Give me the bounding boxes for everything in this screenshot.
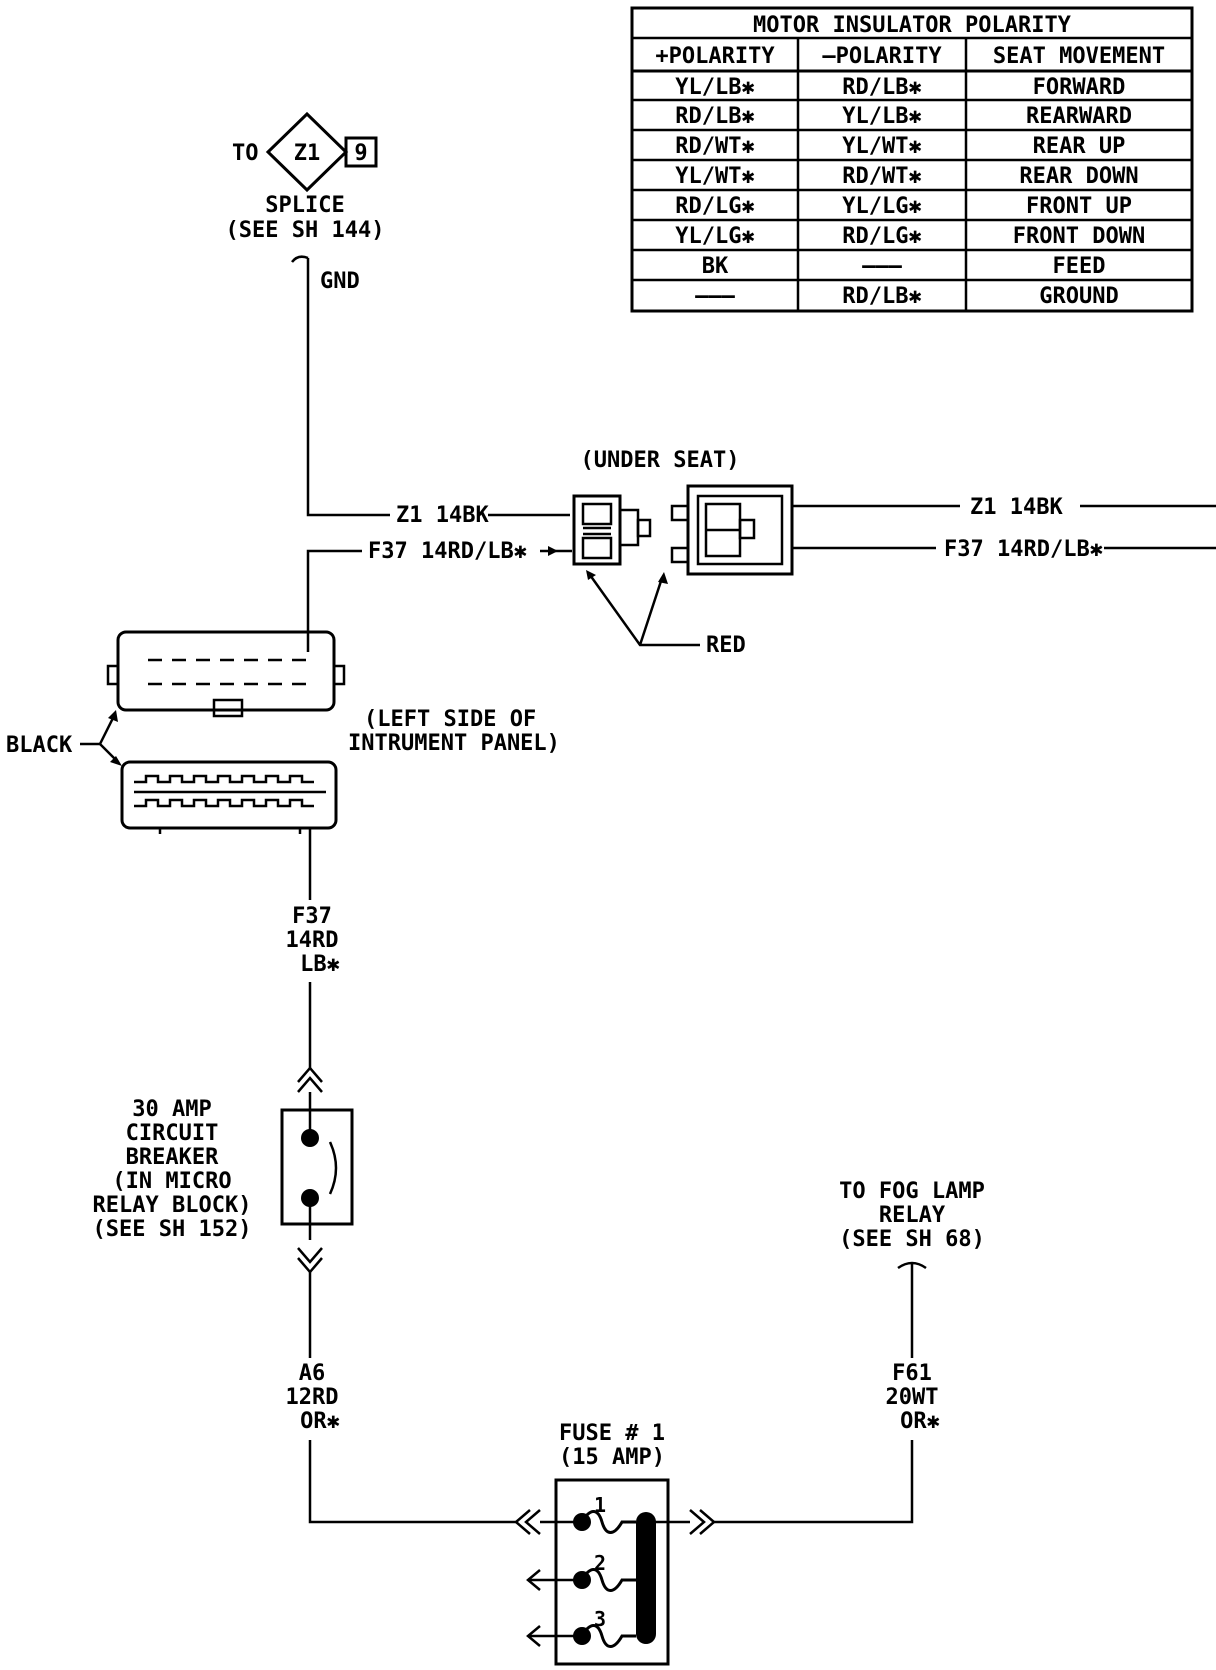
wire-label-f61: F61 20WT OR✱	[886, 1361, 940, 1434]
fuse-label: FUSE # 1 (15 AMP)	[559, 1421, 665, 1470]
fog-lamp-label-line: RELAY	[879, 1203, 946, 1228]
splice-pin-box	[344, 136, 378, 168]
splice-code: Z1	[294, 141, 321, 166]
wire-label-a6: A6 12RD OR✱	[286, 1361, 340, 1434]
table-row: YL/LB✱ RD/LB✱ FORWARD	[675, 75, 1125, 100]
table-cell: YL/LB✱	[842, 104, 921, 129]
splice-reference: TO Z1 9 SPLICE (SEE SH 144) GND	[226, 111, 385, 294]
under-seat-label: (UNDER SEAT)	[581, 448, 740, 473]
table-row: YL/WT✱ RD/WT✱ REAR DOWN	[675, 164, 1138, 189]
table-cell: YL/LB✱	[675, 75, 754, 100]
wire-label-f61-gauge: 20WT	[886, 1385, 939, 1410]
table-cell: RD/LB✱	[842, 75, 921, 100]
black-callout: BLACK	[6, 710, 122, 766]
wire-label-f37-color: LB✱	[300, 952, 340, 977]
polarity-table: MOTOR INSULATOR POLARITY +POLARITY —POLA…	[630, 6, 1194, 313]
red-callout: RED	[586, 570, 746, 658]
table-cell: BK	[702, 254, 729, 279]
wire-label-f61-code: F61	[892, 1361, 932, 1386]
wire-label-a6-color: OR✱	[300, 1409, 340, 1434]
table-row: YL/LG✱ RD/LG✱ FRONT DOWN	[675, 224, 1145, 249]
fuse-pin-number: 2	[594, 1551, 606, 1575]
table-cell: FEED	[1053, 254, 1106, 279]
table-row: ——— RD/LB✱ GROUND	[695, 284, 1119, 309]
table-row: RD/WT✱ YL/WT✱ REAR UP	[675, 134, 1125, 159]
breaker-label-line: BREAKER	[126, 1145, 219, 1170]
table-row: RD/LG✱ YL/LG✱ FRONT UP	[675, 194, 1132, 219]
fuse-label-name: FUSE # 1	[559, 1421, 665, 1446]
under-seat-connector-right	[670, 484, 794, 576]
table-row: BK ——— FEED	[702, 254, 1106, 279]
table-cell: YL/LG✱	[675, 224, 754, 249]
table-cell: RD/LG✱	[842, 224, 921, 249]
breaker-label-line: (SEE SH 152)	[93, 1217, 252, 1242]
breaker-label-line: (IN MICRO	[112, 1169, 231, 1194]
ip-connector-upper	[106, 630, 346, 718]
table-cell: RD/LB✱	[675, 104, 754, 129]
wire-label-f37-code: F37	[292, 904, 332, 929]
table-header-negative: —POLARITY	[822, 44, 942, 69]
table-cell: REAR UP	[1033, 134, 1126, 159]
fuse-block: 1 2 3	[554, 1478, 670, 1666]
red-label: RED	[706, 633, 746, 658]
fog-lamp-reference: TO FOG LAMP RELAY (SEE SH 68)	[839, 1179, 985, 1252]
table-cell: ———	[862, 254, 902, 279]
table-cell: FRONT UP	[1026, 194, 1132, 219]
splice-sheet-ref: (SEE SH 144)	[226, 218, 385, 243]
under-seat-connector-left	[572, 494, 652, 566]
splice-to-label: TO	[232, 141, 259, 166]
table-cell: YL/WT✱	[675, 164, 754, 189]
table-cell: REAR DOWN	[1019, 164, 1138, 189]
table-cell: FRONT DOWN	[1013, 224, 1145, 249]
wire-label-f37-right: F37 14RD/LB✱	[944, 537, 1103, 562]
table-title: MOTOR INSULATOR POLARITY	[753, 13, 1072, 38]
gnd-label: GND	[320, 269, 360, 294]
ip-connector-lower	[120, 760, 338, 834]
ip-location-line1: (LEFT SIDE OF	[364, 707, 536, 732]
wire-label-z1-right: Z1 14BK	[970, 495, 1063, 520]
fuse-label-rating: (15 AMP)	[559, 1445, 665, 1470]
circuit-breaker	[280, 1092, 354, 1240]
table-cell: ———	[695, 284, 735, 309]
table-cell: GROUND	[1039, 284, 1118, 309]
table-row: RD/LB✱ YL/LB✱ REARWARD	[675, 104, 1132, 129]
wire-label-a6-code: A6	[299, 1361, 326, 1386]
table-cell: FORWARD	[1033, 75, 1126, 100]
wire-label-f61-color: OR✱	[900, 1409, 940, 1434]
fog-lamp-label-line: (SEE SH 68)	[839, 1227, 985, 1252]
fuse-pin-number: 1	[594, 1493, 606, 1517]
wire-label-z1-left: Z1 14BK	[396, 503, 489, 528]
wire-label-a6-gauge: 12RD	[286, 1385, 339, 1410]
splice-pin: 9	[354, 141, 367, 166]
table-header-positive: +POLARITY	[655, 44, 775, 69]
table-cell: YL/LG✱	[842, 194, 921, 219]
breaker-label: 30 AMP CIRCUIT BREAKER (IN MICRO RELAY B…	[93, 1097, 252, 1242]
fog-lamp-label-line: TO FOG LAMP	[839, 1179, 985, 1204]
table-cell: RD/WT✱	[675, 134, 754, 159]
table-header-movement: SEAT MOVEMENT	[993, 44, 1165, 69]
wire-label-f37: F37 14RD LB✱	[286, 904, 340, 977]
black-label: BLACK	[6, 733, 73, 758]
wire-label-f37-gauge: 14RD	[286, 928, 339, 953]
table-cell: YL/WT✱	[842, 134, 921, 159]
table-cell: REARWARD	[1026, 104, 1132, 129]
fuse-pin-number: 3	[594, 1607, 606, 1631]
wire-label-f37-left: F37 14RD/LB✱	[368, 539, 527, 564]
table-cell: RD/LB✱	[842, 284, 921, 309]
breaker-label-line: RELAY BLOCK)	[93, 1193, 252, 1218]
table-cell: RD/WT✱	[842, 164, 921, 189]
table-cell: RD/LG✱	[675, 194, 754, 219]
ip-location-line2: INTRUMENT PANEL)	[348, 731, 560, 756]
splice-label: SPLICE	[265, 193, 344, 218]
breaker-label-line: 30 AMP	[132, 1097, 211, 1122]
breaker-label-line: CIRCUIT	[126, 1121, 219, 1146]
